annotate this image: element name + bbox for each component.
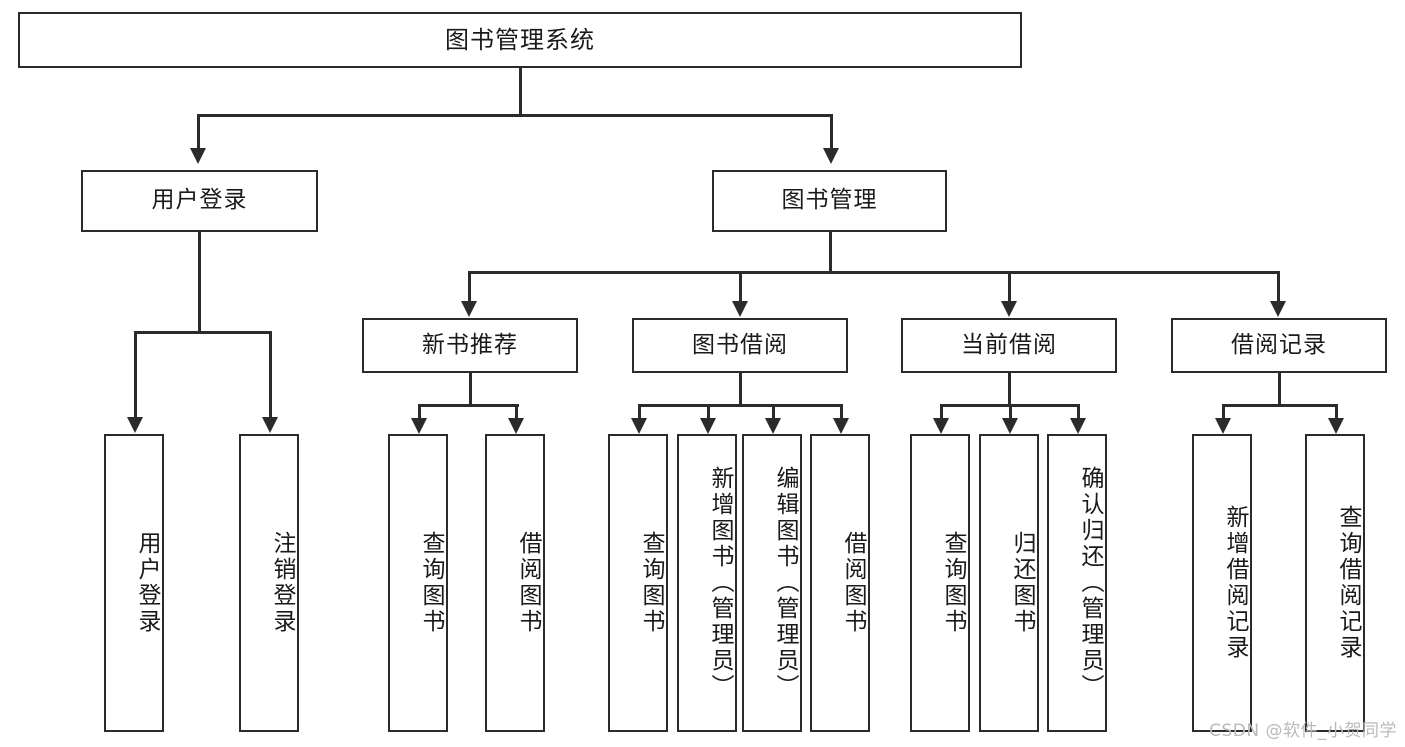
leaf-bb-borrow-book[interactable]: 借阅图书: [810, 434, 870, 732]
arrow-cb-to-leaf-3: [1070, 418, 1086, 434]
edge-root-trunk: [519, 68, 522, 115]
edge-root-bar: [197, 114, 833, 117]
node-book-management[interactable]: 图书管理: [712, 170, 947, 232]
leaf-br-query-record[interactable]: 查询借阅记录: [1305, 434, 1365, 732]
edge-cb-to-leaf-2: [1009, 404, 1012, 420]
edge-user-login-bar: [134, 331, 270, 334]
watermark-text: CSDN @软件_小贺同学: [1209, 721, 1397, 741]
arrow-root-to-user-login: [190, 148, 206, 164]
node-book-borrow[interactable]: 图书借阅: [632, 318, 848, 373]
leaf-cb-query-book[interactable]: 查询图书: [910, 434, 970, 732]
arrow-bm-to-level3-1: [461, 301, 477, 317]
edge-cb-to-leaf-1: [940, 404, 943, 420]
arrow-user-login-to-leaf-2: [262, 417, 278, 433]
arrow-bm-to-level3-3: [1001, 301, 1017, 317]
edge-bm-to-level3-2: [739, 271, 742, 303]
node-new-book-recommend[interactable]: 新书推荐: [362, 318, 578, 373]
edge-root-to-user-login: [197, 114, 200, 150]
arrow-cb-to-leaf-2: [1002, 418, 1018, 434]
edge-bm-to-level3-1: [468, 271, 471, 303]
arrow-bm-to-level3-4: [1270, 301, 1286, 317]
edge-user-login-trunk: [198, 232, 201, 333]
edge-user-login-to-leaf-2: [269, 331, 272, 419]
edge-br-trunk: [1278, 373, 1281, 406]
arrow-nbr-to-leaf-1: [411, 418, 427, 434]
leaf-user-login-logout[interactable]: 注销登录: [239, 434, 299, 732]
leaf-nbr-query-book[interactable]: 查询图书: [388, 434, 448, 732]
node-root-book-management-system[interactable]: 图书管理系统: [18, 12, 1022, 68]
arrow-br-to-leaf-2: [1328, 418, 1344, 434]
edge-br-to-leaf-1: [1222, 404, 1225, 420]
node-borrow-record[interactable]: 借阅记录: [1171, 318, 1387, 373]
leaf-nbr-borrow-book[interactable]: 借阅图书: [485, 434, 545, 732]
edge-bb-trunk: [739, 373, 742, 406]
node-current-borrow[interactable]: 当前借阅: [901, 318, 1117, 373]
edge-book-management-bar: [468, 271, 1280, 274]
leaf-cb-return-book[interactable]: 归还图书: [979, 434, 1039, 732]
edge-nbr-bar: [418, 404, 519, 407]
edge-user-login-to-leaf-1: [134, 331, 137, 419]
edge-bb-to-leaf-3: [772, 404, 775, 420]
leaf-br-add-record[interactable]: 新增借阅记录: [1192, 434, 1252, 732]
node-user-login[interactable]: 用户登录: [81, 170, 318, 232]
arrow-br-to-leaf-1: [1215, 418, 1231, 434]
arrow-nbr-to-leaf-2: [508, 418, 524, 434]
arrow-root-to-book-management: [823, 148, 839, 164]
arrow-user-login-to-leaf-1: [127, 417, 143, 433]
edge-br-to-leaf-2: [1335, 404, 1338, 420]
edge-br-bar: [1222, 404, 1335, 407]
edge-cb-to-leaf-3: [1077, 404, 1080, 420]
arrow-bb-to-leaf-4: [833, 418, 849, 434]
edge-cb-bar: [940, 404, 1077, 407]
leaf-cb-confirm-return-admin[interactable]: 确认归还（管理员）: [1047, 434, 1107, 732]
edge-nbr-to-leaf-1: [418, 404, 421, 420]
edge-bb-to-leaf-1: [638, 404, 641, 420]
arrow-bb-to-leaf-3: [765, 418, 781, 434]
leaf-bb-edit-book-admin[interactable]: 编辑图书（管理员）: [742, 434, 802, 732]
edge-book-management-trunk: [829, 232, 832, 273]
edge-nbr-to-leaf-2: [515, 404, 518, 420]
edge-cb-trunk: [1008, 373, 1011, 406]
edge-bm-to-level3-4: [1277, 271, 1280, 303]
edge-bb-to-leaf-2: [707, 404, 710, 420]
edge-nbr-trunk: [469, 373, 472, 406]
leaf-user-login-login[interactable]: 用户登录: [104, 434, 164, 732]
edge-bm-to-level3-3: [1008, 271, 1011, 303]
arrow-bb-to-leaf-1: [631, 418, 647, 434]
leaf-bb-query-book[interactable]: 查询图书: [608, 434, 668, 732]
edge-bb-bar: [638, 404, 840, 407]
edge-root-to-book-management: [830, 114, 833, 150]
arrow-bb-to-leaf-2: [700, 418, 716, 434]
arrow-bm-to-level3-2: [732, 301, 748, 317]
edge-bb-to-leaf-4: [840, 404, 843, 420]
leaf-bb-add-book-admin[interactable]: 新增图书（管理员）: [677, 434, 737, 732]
arrow-cb-to-leaf-1: [933, 418, 949, 434]
